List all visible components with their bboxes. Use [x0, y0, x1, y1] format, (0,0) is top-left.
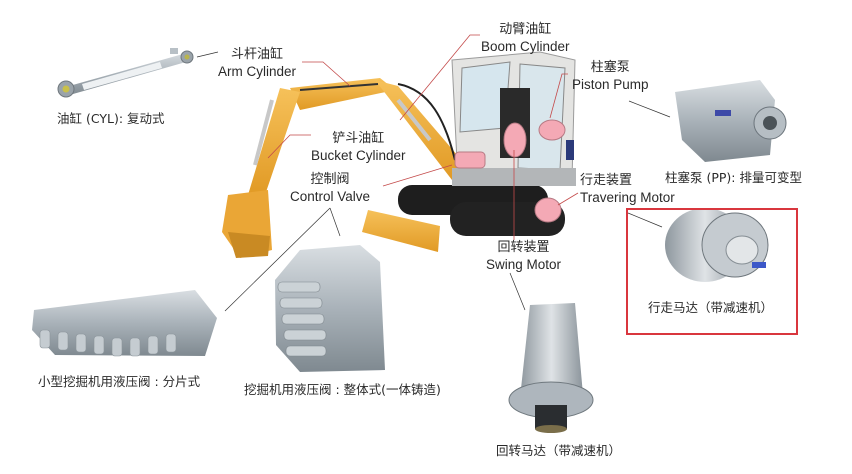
hydraulic-cylinder-image: [57, 48, 194, 98]
callout-control-valve: 控制阀 Control Valve: [290, 171, 370, 205]
callout-swing-zh: 回转装置: [497, 240, 550, 255]
excavator-arm: [222, 78, 470, 258]
piston-pump-image: [675, 80, 787, 162]
dozer-blade: [362, 210, 440, 252]
travel-motor-image: [665, 208, 769, 282]
callout-bucket-zh: 铲斗油缸: [332, 131, 385, 146]
caption-sectional-valve: 小型挖掘机用液压阀 : 分片式: [38, 374, 201, 389]
sectional-valve-image: [32, 290, 217, 357]
caption-travel-motor: 行走马达（带减速机）: [648, 300, 774, 315]
product-leader-lines: [196, 51, 671, 312]
callout-bucket-cylinder: 铲斗油缸 Bucket Cylinder: [311, 130, 406, 164]
highlight-box-travel-motor: [626, 208, 798, 335]
callout-boom-cylinder: 动臂油缸 Boom Cylinder: [481, 21, 570, 55]
callout-piston-zh: 柱塞泵: [590, 60, 630, 75]
callout-piston-en: Piston Pump: [572, 77, 649, 92]
monoblock-valve-image: [275, 245, 385, 372]
callout-control-zh: 控制阀: [310, 172, 350, 187]
caption-cylinder: 油缸 (CYL): 复动式: [57, 111, 165, 126]
callout-arm-cylinder: 斗杆油缸 Arm Cylinder: [218, 46, 296, 80]
caption-monoblock-valve: 挖掘机用液压阀 : 整体式(一体铸造): [244, 382, 441, 397]
callout-boom-en: Boom Cylinder: [481, 39, 570, 54]
callout-piston-pump: 柱塞泵 Piston Pump: [572, 59, 649, 93]
callout-control-en: Control Valve: [290, 189, 371, 204]
callout-swing-motor: 回转装置 Swing Motor: [486, 239, 561, 273]
caption-swing-motor: 回转马达（带减速机）: [496, 443, 622, 458]
callout-arm-zh: 斗杆油缸: [231, 47, 284, 62]
callout-swing-en: Swing Motor: [486, 257, 562, 272]
callout-travel-zh: 行走装置: [580, 173, 633, 188]
callout-travel-en: Travering Motor: [580, 190, 675, 205]
excavator-tracks: [398, 185, 565, 236]
callout-traveling-motor: 行走装置 Travering Motor: [580, 172, 675, 206]
callout-boom-zh: 动臂油缸: [499, 22, 552, 37]
leader-lines: [267, 34, 579, 240]
swing-motor-image: [508, 303, 594, 433]
caption-piston-pump: 柱塞泵 (PP): 排量可变型: [665, 170, 802, 185]
callout-arm-en: Arm Cylinder: [218, 64, 297, 79]
callout-bucket-en: Bucket Cylinder: [311, 148, 406, 163]
